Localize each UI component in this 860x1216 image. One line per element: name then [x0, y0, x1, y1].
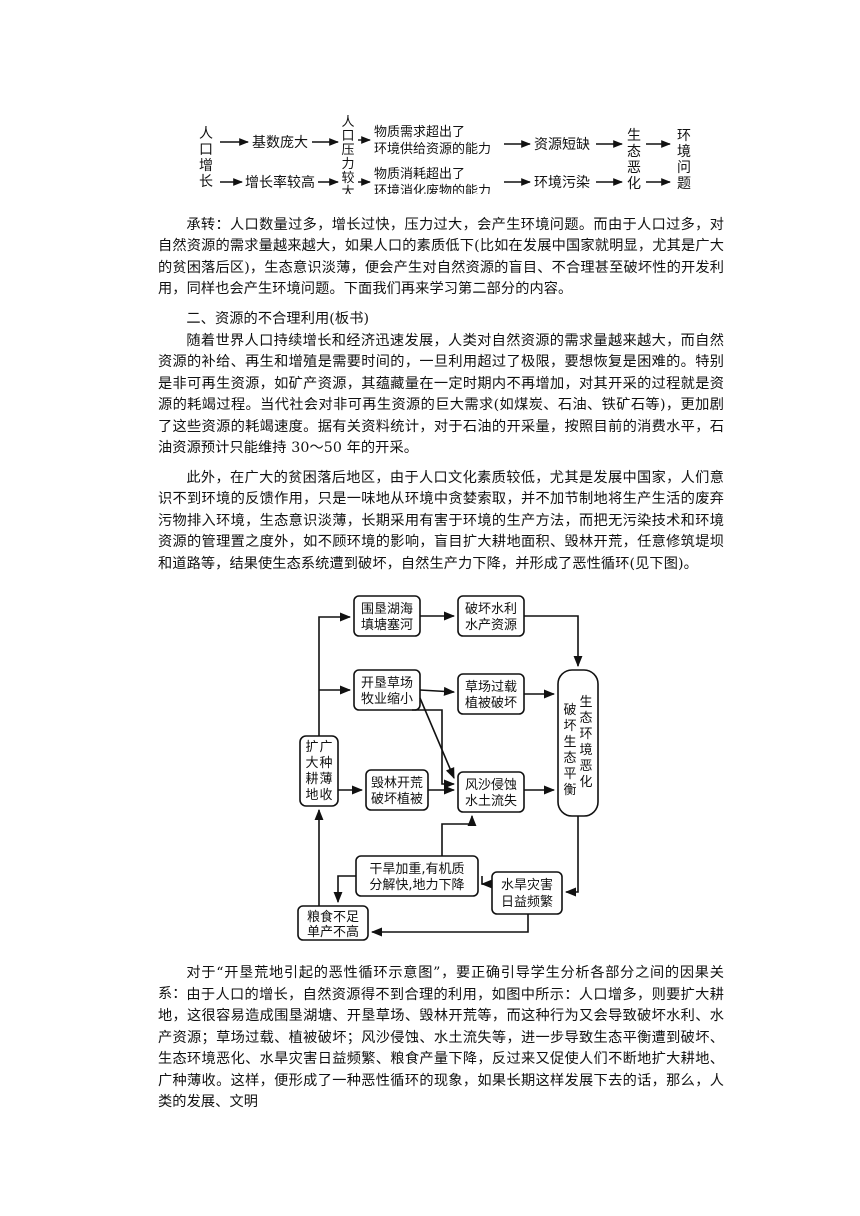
label-reclaim-lakes-2: 填塘塞河 [361, 617, 413, 633]
flow-start-char: 口 [199, 142, 213, 158]
label-grain-1: 粮食不足 [307, 909, 359, 925]
label-eco-char: 环 [579, 727, 592, 742]
label-eco-char: 生 [579, 695, 592, 710]
flow-env-char: 环 [677, 128, 691, 144]
flow-pressure-char: 压 [341, 143, 354, 158]
box-grain-shortage [297, 905, 369, 941]
label-grass-overload-2: 植被破坏 [465, 696, 517, 711]
flow-pressure-char: 人 [341, 115, 354, 130]
label-grain-2: 单产不高 [307, 924, 359, 940]
flow-pressure-char: 口 [341, 129, 354, 144]
label-deforest-2: 破坏植被 [371, 792, 423, 807]
flow-eco-char: 恶 [627, 160, 641, 176]
label-eco-char: 生 [563, 735, 576, 750]
label-farmland-char: 大 [305, 756, 318, 771]
paragraph-transition: 承转：人口数量过多，增长过快，压力过大，会产生环境问题。而由于人口过多，对自然资… [158, 217, 724, 298]
label-reclaim-grassland-1: 开垦草场 [361, 676, 413, 691]
label-farmland-char: 地 [305, 788, 318, 803]
flow-start-char: 人 [199, 126, 213, 142]
box-erosion [457, 771, 525, 813]
label-farmland-char: 扩 [305, 740, 318, 755]
flow-eco-char: 态 [627, 144, 641, 160]
paragraph-causal-analysis: 由于人口的增长，自然资源得不到合理的利用，如图中所示：人口增多，则要扩大耕地，这… [158, 987, 724, 1111]
label-eco-char: 衡 [563, 783, 576, 798]
label-disasters-2: 日益频繁 [501, 894, 553, 910]
label-eco-char: 化 [579, 775, 592, 790]
flow-growth-rate-high: 增长率较高 [245, 174, 315, 191]
box-disasters [491, 871, 563, 915]
flow-start-char: 长 [199, 174, 213, 190]
paragraph-poverty-areas: 此外，在广大的贫困落后地区，由于人口文化素质较低，尤其是发展中国家，人们意识不到… [158, 470, 724, 572]
section-heading-resource-misuse: 二、资源的不合理利用(板书) [186, 311, 370, 327]
label-reclaim-lakes-1: 围垦湖海 [361, 602, 413, 617]
flow-pressure-char: 较 [341, 171, 354, 186]
flow-pressure-char: 力 [341, 157, 354, 172]
label-farmland-char: 广 [319, 740, 332, 755]
flow-supply-capacity: 环境供给资源的能力 [374, 141, 491, 157]
flow-pressure-char: 大 [341, 185, 354, 194]
flow-resource-shortage: 资源短缺 [534, 137, 590, 153]
label-disasters-1: 水旱灾害 [501, 877, 553, 893]
box-reclaim-grassland [353, 669, 421, 711]
label-reclaim-grassland-2: 牧业缩小 [361, 691, 413, 707]
label-farmland-char: 薄 [319, 772, 332, 787]
label-eco-char: 破 [563, 703, 576, 718]
label-eco-char: 平 [563, 767, 576, 782]
label-eco-char: 态 [579, 711, 592, 726]
label-erosion-2: 水土流失 [465, 794, 517, 809]
flow-base-large: 基数庞大 [252, 134, 308, 151]
label-grass-overload-1: 草场过载 [465, 680, 517, 695]
vicious-cycle-diagram: 围垦湖海 填塘塞河 破坏水利 水产资源 开垦草场 牧业缩小 草场过载 植被破坏 … [297, 595, 599, 941]
label-deforest-1: 毁林开荒 [371, 776, 423, 791]
label-farmland-char: 种 [319, 756, 332, 771]
label-drought-2: 分解快,地力下降 [369, 878, 464, 893]
flow-env-pollution: 环境污染 [534, 175, 590, 191]
population-flow-diagram: 人 口 增 长 基数庞大 增长率较高 人 口 压 力 较 大 物质需求超出了 环… [199, 115, 691, 194]
label-eco-char: 态 [563, 751, 576, 766]
label-water-damage-2: 水产资源 [465, 618, 517, 633]
label-farmland-char: 收 [319, 788, 332, 803]
label-farmland-char: 耕 [305, 771, 318, 787]
flow-consumption-exceeds: 物质消耗超出了 [374, 167, 465, 182]
flow-env-char: 境 [677, 144, 691, 160]
label-water-damage-1: 破坏水利 [465, 602, 517, 617]
flow-env-char: 问 [677, 160, 691, 176]
flow-eco-char: 化 [627, 176, 641, 192]
label-eco-char: 坏 [563, 719, 576, 734]
label-erosion-1: 风沙侵蚀 [465, 777, 517, 793]
label-eco-char: 境 [579, 743, 592, 758]
flow-start-char: 增 [199, 158, 213, 174]
flow-eco-char: 生 [627, 128, 641, 144]
paragraph-diagram-guide: 对于“开垦荒地引起的恶性循环示意图”，要正确引导学生分析各部分之间的因果关系： [158, 965, 724, 1003]
flow-waste-capacity: 环境消化废物的能力 [374, 183, 491, 194]
flow-demand-exceeds: 物质需求超出了 [374, 125, 465, 140]
paragraph-resource-demand: 随着世界人口持续增长和经济迅速发展，人类对自然资源的需求量越来越大，而自然资源的… [158, 333, 724, 457]
flow-env-char: 题 [677, 176, 691, 192]
label-drought-1: 干旱加重,有机质 [369, 861, 464, 877]
label-eco-char: 恶 [579, 759, 592, 774]
